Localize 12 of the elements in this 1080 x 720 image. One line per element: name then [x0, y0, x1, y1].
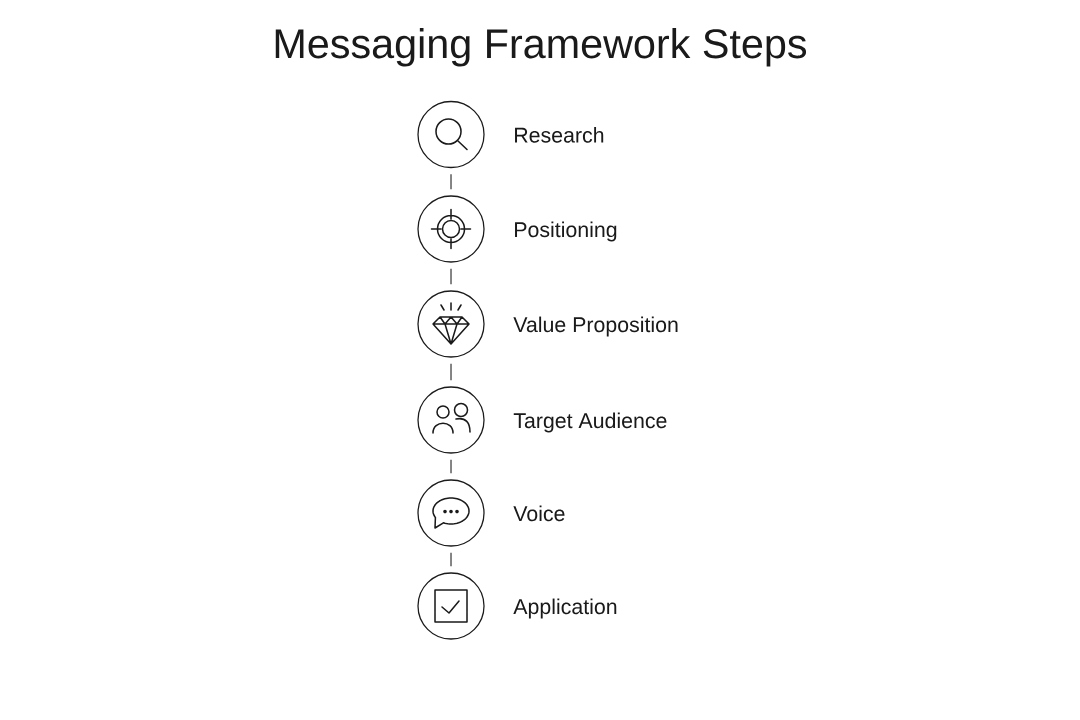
- connector-line: [450, 459, 452, 474]
- step-label: Value Proposition: [513, 316, 678, 337]
- connector-line: [450, 173, 452, 190]
- step-label: Positioning: [515, 221, 617, 242]
- step-label: Research: [515, 127, 604, 143]
- step-label: Application: [513, 598, 617, 619]
- connector-line: [450, 552, 452, 567]
- step-label: Target Audience: [513, 412, 667, 433]
- connector-line: [450, 363, 452, 381]
- step-label: Voice: [513, 505, 565, 522]
- connector-line: [450, 268, 452, 285]
- title: Messaging Framework Steps: [275, 28, 807, 67]
